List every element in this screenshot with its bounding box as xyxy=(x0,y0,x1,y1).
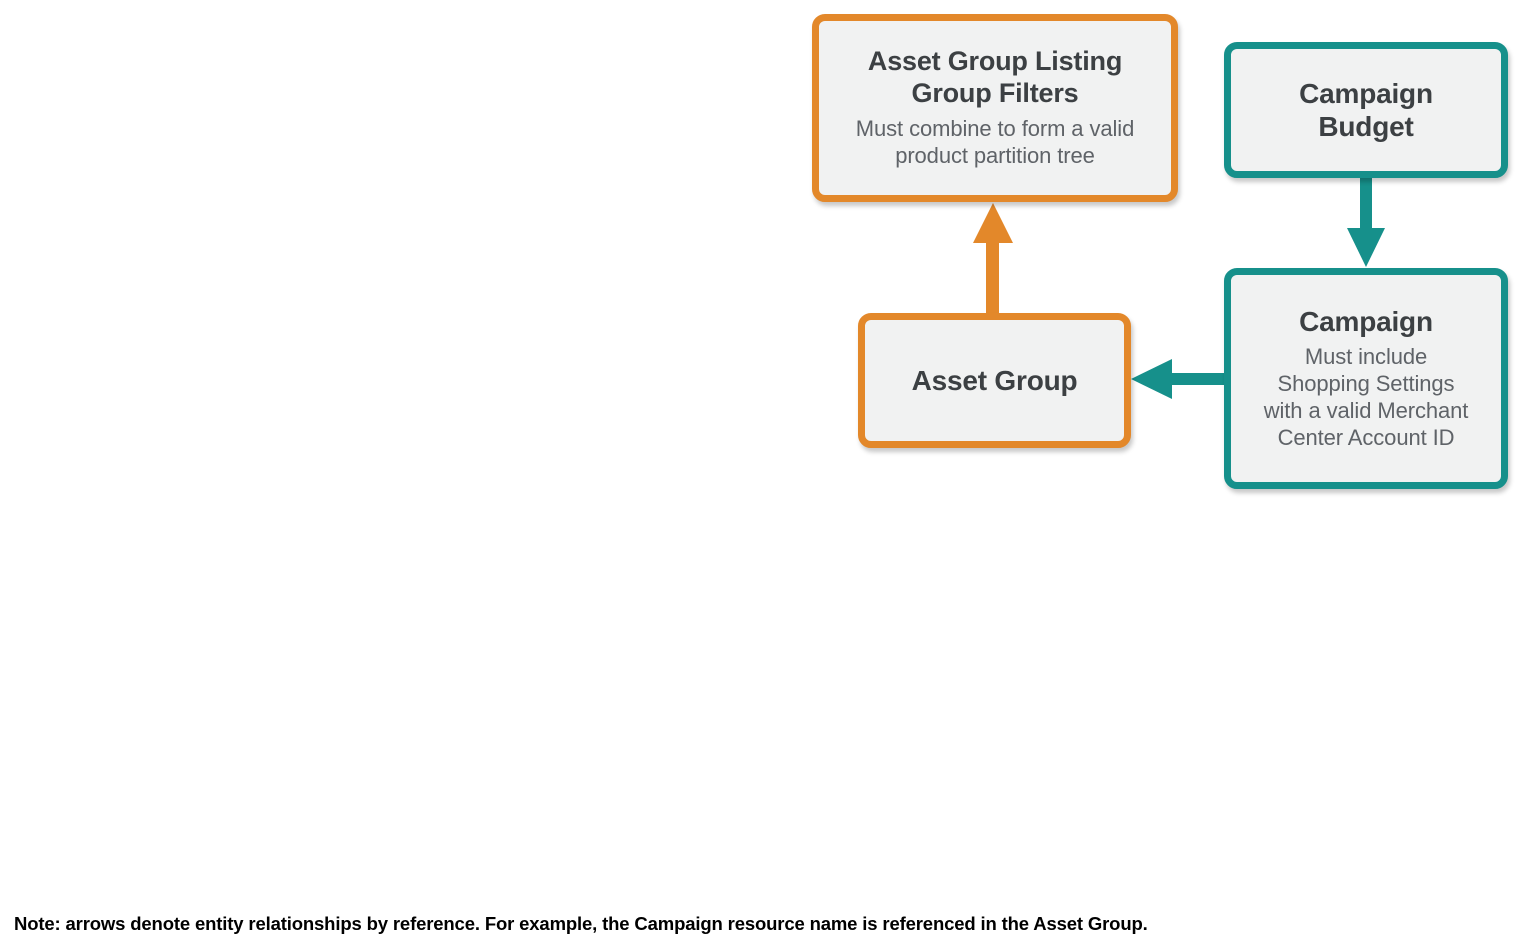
node-subtitle: Must combine to form a valid product par… xyxy=(855,116,1135,168)
node-campaign[interactable]: Campaign Must include Shopping Settings … xyxy=(1224,268,1508,489)
node-title: Asset Group Listing Group Filters xyxy=(867,46,1123,109)
edge-campaign-to-asset-group xyxy=(1131,359,1226,399)
node-title: Campaign xyxy=(1299,306,1433,338)
node-asset-group-listing-group-filters[interactable]: Asset Group Listing Group Filters Must c… xyxy=(812,14,1178,202)
edge-asset-group-to-listing-group-filters xyxy=(973,203,1013,316)
node-campaign-budget[interactable]: Campaign Budget xyxy=(1224,42,1508,178)
diagram-note: Note: arrows denote entity relationships… xyxy=(14,913,1148,934)
node-subtitle: Must include Shopping Settings with a va… xyxy=(1263,344,1469,450)
node-asset-group[interactable]: Asset Group xyxy=(858,313,1131,448)
edge-campaign-budget-to-campaign xyxy=(1347,177,1385,267)
node-title: Asset Group xyxy=(911,364,1078,396)
node-title: Campaign Budget xyxy=(1299,77,1433,142)
